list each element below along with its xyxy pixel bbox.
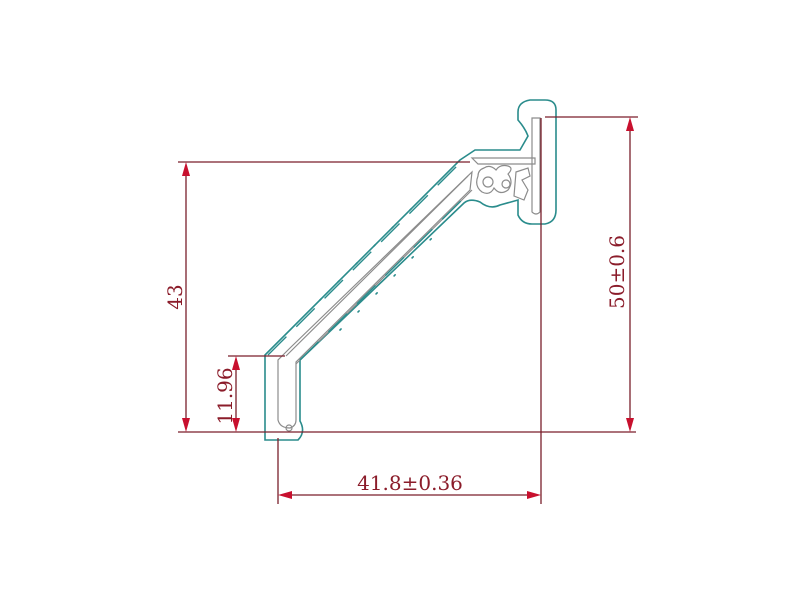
profile-inner-wall (277, 170, 473, 429)
dimension-overall-height: 43 (163, 161, 636, 433)
dimension-lower-leg-height: 11.96 (213, 355, 285, 432)
profile-diagonal-web (285, 175, 473, 365)
profile-screw-port (476, 164, 512, 194)
profile-dots-lower (339, 229, 441, 331)
dimension-total-height-label: 50±0.6 (605, 235, 629, 309)
dimension-lower-leg-height-label: 11.96 (213, 367, 237, 424)
profile-clip-slot (513, 167, 531, 201)
profile-top-flange (470, 157, 536, 165)
profile-dashed-upper (267, 164, 459, 356)
profile-right-leg (531, 117, 541, 215)
profile-screw-hole-right (501, 179, 511, 189)
dimension-total-height: 50±0.6 (545, 116, 638, 432)
profile-outer-outline (264, 99, 557, 441)
dimension-width: 41.8±0.36 (277, 118, 542, 504)
dimension-width-label: 41.8±0.36 (357, 471, 463, 495)
aluminium-profile (264, 99, 557, 441)
profile-screw-hole-left (482, 176, 494, 188)
dimension-overall-height-label: 43 (163, 284, 187, 309)
profile-bottom-hole (285, 424, 293, 432)
